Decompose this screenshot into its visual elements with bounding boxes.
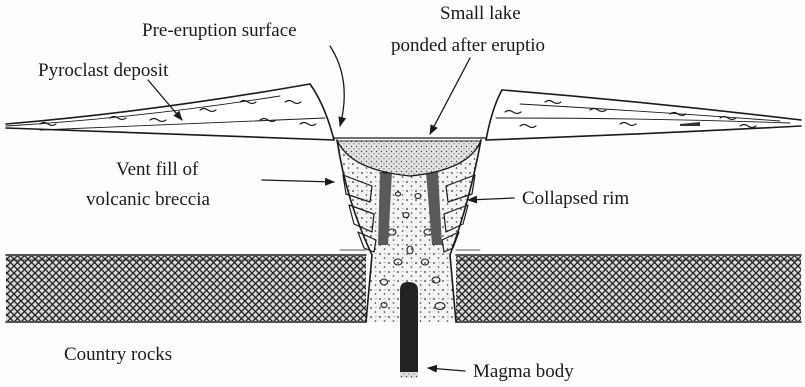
vent-fill-label-line1: Vent fill of (116, 159, 199, 180)
magma-body (400, 282, 418, 378)
pre-eruption-arrow-icon (330, 46, 344, 126)
collapsed-rim-label: Collapsed rim (522, 188, 629, 209)
country-rocks-label: Country rocks (64, 344, 172, 365)
vent-fill-label-line2: volcanic breccia (86, 189, 211, 210)
pre-eruption-surface-label: Pre-eruption surface (142, 20, 297, 41)
magma-body-arrow-icon (428, 368, 465, 371)
small-lake-label-line2: ponded after eruptio (391, 35, 545, 56)
small-lake-label-line1: Small lake (440, 3, 521, 24)
small-lake-arrow-icon (430, 58, 470, 134)
pyroclast-deposit-label: Pyroclast deposit (38, 60, 169, 81)
collapsed-rim-arrow-icon (468, 198, 514, 200)
magma-body-label: Magma body (473, 361, 574, 382)
pyroclast-deposit (6, 84, 801, 140)
vent-fill-arrow-icon (262, 180, 334, 182)
